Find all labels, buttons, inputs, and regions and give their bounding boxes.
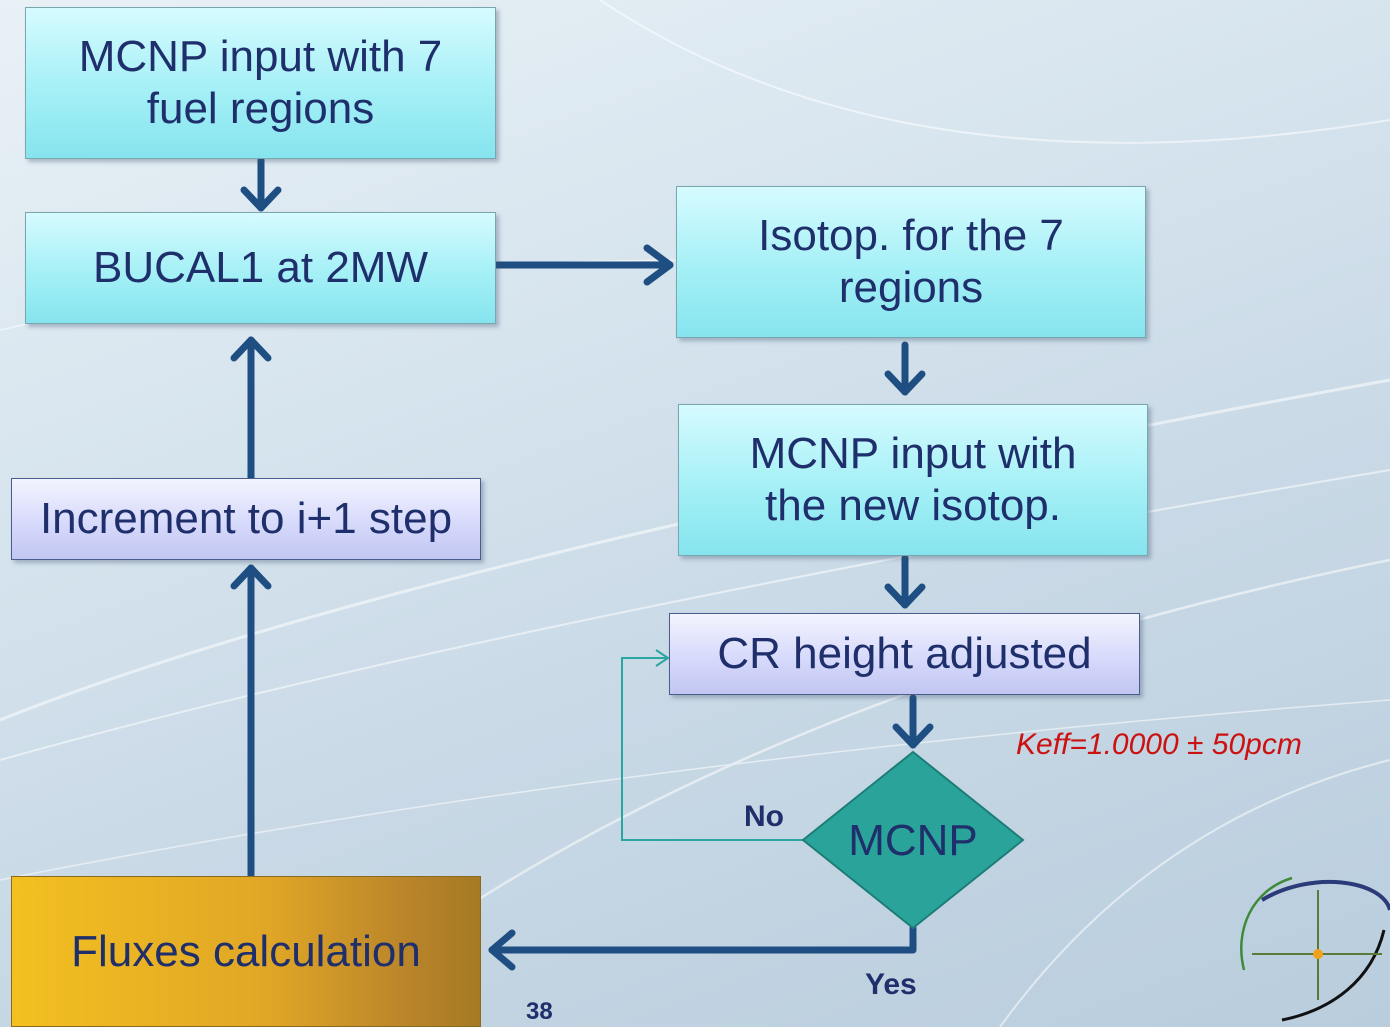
page-number: 38 bbox=[526, 998, 553, 1025]
mcnp-input-box: MCNP input with 7 fuel regions bbox=[25, 7, 496, 159]
arrow-icon bbox=[488, 924, 917, 954]
increment-box: Increment to i+1 step bbox=[11, 478, 481, 560]
fluxes-box: Fluxes calculation bbox=[11, 876, 481, 1027]
mcnp-input-label: MCNP input with 7 fuel regions bbox=[78, 32, 443, 133]
arrow-icon bbox=[488, 929, 516, 971]
isotop-box: Isotop. for the 7 regions bbox=[676, 186, 1146, 338]
bucal-box: BUCAL1 at 2MW bbox=[25, 212, 496, 324]
arrow-icon bbox=[230, 336, 272, 362]
arrow-icon bbox=[643, 244, 674, 286]
logo-icon bbox=[1240, 876, 1390, 1022]
arrow-icon bbox=[892, 723, 934, 749]
decision-label: MCNP bbox=[848, 816, 978, 865]
mcnp-new-isotop-box: MCNP input with the new isotop. bbox=[678, 404, 1148, 556]
yes-label: Yes bbox=[865, 968, 917, 1001]
no-label: No bbox=[744, 800, 784, 833]
arrow-icon bbox=[230, 564, 272, 590]
mcnp-new-isotop-label: MCNP input with the new isotop. bbox=[749, 429, 1077, 530]
bucal-label: BUCAL1 at 2MW bbox=[93, 243, 428, 293]
arrow-icon bbox=[240, 186, 282, 212]
increment-label: Increment to i+1 step bbox=[39, 494, 453, 544]
arrow-icon bbox=[884, 370, 926, 396]
feedback-line bbox=[621, 657, 808, 841]
arrow-icon bbox=[655, 649, 670, 667]
decision-diamond-shape bbox=[801, 750, 1025, 930]
cr-height-box: CR height adjusted bbox=[669, 613, 1140, 695]
cr-height-label: CR height adjusted bbox=[717, 629, 1092, 679]
keff-annotation: Keff=1.0000 ± 50pcm bbox=[1016, 728, 1302, 761]
fluxes-label: Fluxes calculation bbox=[71, 926, 421, 976]
isotop-label: Isotop. for the 7 regions bbox=[758, 211, 1064, 312]
arrow-icon bbox=[884, 583, 926, 609]
